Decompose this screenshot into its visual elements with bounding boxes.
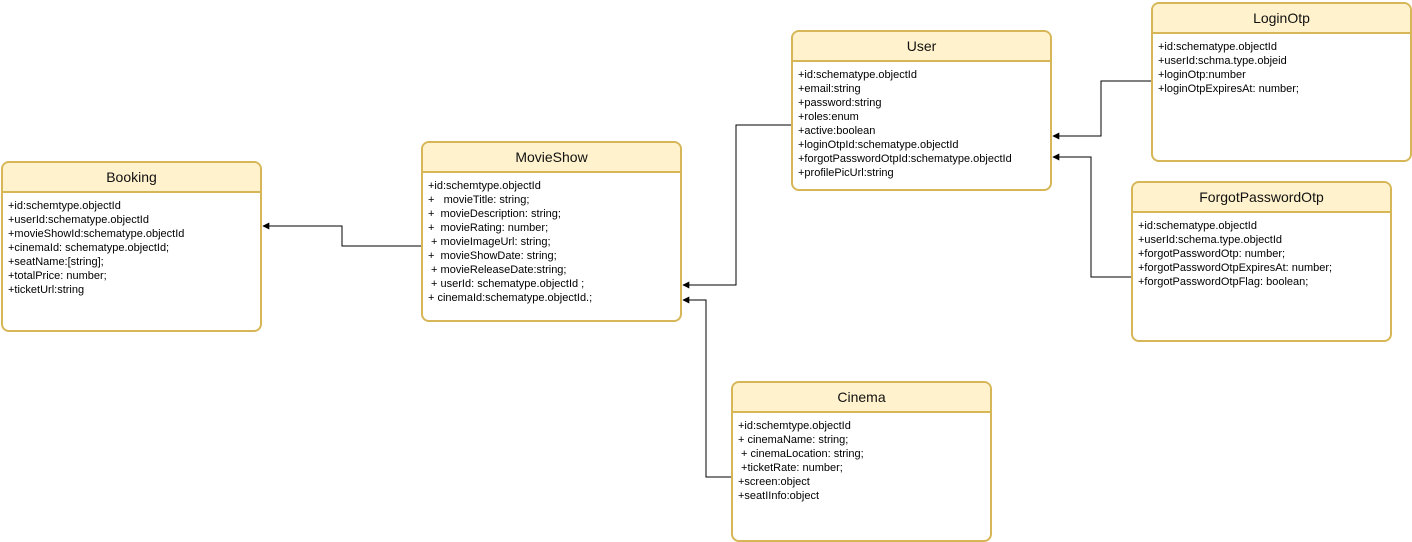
field: +seatName:[string]; (8, 256, 104, 268)
entity-title: MovieShow (423, 143, 680, 173)
connector-user-to-movieshow (682, 124, 791, 289)
field: +forgotPasswordOtpExpiresAt: number; (1138, 262, 1333, 274)
field: +loginOtp:number (1158, 69, 1246, 81)
field: +cinemaId: schematype.objectId; (8, 242, 170, 254)
field: + movieTitle: string; (428, 194, 530, 206)
connector-movieshow-to-booking (262, 222, 421, 247)
field: +movieShowId:schematype.objectId (8, 228, 185, 240)
field: +screen:object (738, 476, 810, 488)
field-list: +id:schemtype.objectId + movieTitle: str… (423, 173, 680, 309)
field: +id:schemtype.objectId (8, 200, 121, 212)
field-list: +id:schematype.objectId +userId:schma.ty… (1153, 34, 1410, 100)
field: + movieShowDate: string; (428, 250, 557, 262)
field-list: +id:schemtype.objectId +userId:schematyp… (3, 193, 260, 301)
field: +forgotPasswordOtpFlag: boolean; (1138, 276, 1309, 288)
field: +forgotPasswordOtpId:schematype.objectId (798, 153, 1012, 165)
connector-loginotp-to-user (1052, 80, 1151, 140)
field: +userId:schma.type.objeid (1158, 55, 1287, 67)
entity-title: ForgotPasswordOtp (1133, 183, 1390, 213)
entity-title: Booking (3, 163, 260, 193)
field: + cinemaLocation: string; (738, 448, 864, 460)
entity-title: Cinema (733, 383, 990, 413)
field: +userId:schematype.objectId (8, 214, 149, 226)
field: + movieRating: number; (428, 222, 549, 234)
connector-forgotpasswordotp-to-user (1052, 153, 1131, 278)
field-list: +id:schemtype.objectId + cinemaName: str… (733, 413, 990, 507)
field: +id:schematype.objectId (798, 69, 917, 81)
field: +id:schematype.objectId (1158, 41, 1277, 53)
entity-title: LoginOtp (1153, 4, 1410, 34)
field: +id:schemtype.objectId (738, 420, 851, 432)
field: +id:schemtype.objectId (428, 180, 541, 192)
field: + movieDescription: string; (428, 208, 561, 220)
field: +profilePicUrl:string (798, 167, 894, 179)
entity-cinema[interactable]: Cinema +id:schemtype.objectId + cinemaNa… (731, 381, 992, 542)
field: + userId: schematype.objectId ; (428, 278, 585, 290)
connector-cinema-to-movieshow (682, 296, 731, 478)
entity-movieshow[interactable]: MovieShow +id:schemtype.objectId + movie… (421, 141, 682, 322)
field: +id:schematype.objectId (1138, 220, 1257, 232)
field-list: +id:schematype.objectId +userId:schema.t… (1133, 213, 1390, 293)
field: +loginOtpExpiresAt: number; (1158, 83, 1299, 95)
field: +email:string (798, 83, 861, 95)
field: + cinemaId:schematype.objectId.; (428, 292, 593, 304)
field: +seatIInfo:object (738, 490, 820, 502)
field: +loginOtpId:schematype.objectId (798, 139, 959, 151)
field: +forgotPasswordOtp: number; (1138, 248, 1286, 260)
entity-loginotp[interactable]: LoginOtp +id:schematype.objectId +userId… (1151, 2, 1412, 162)
field: +ticketUrl:string (8, 284, 85, 296)
entity-user[interactable]: User +id:schematype.objectId +email:stri… (791, 30, 1052, 191)
field: + movieImageUrl: string; (428, 236, 551, 248)
field: +totalPrice: number; (8, 270, 107, 282)
field: +active:boolean (798, 125, 876, 137)
entity-booking[interactable]: Booking +id:schemtype.objectId +userId:s… (1, 161, 262, 332)
field: +roles:enum (798, 111, 859, 123)
field-list: +id:schematype.objectId +email:string +p… (793, 62, 1050, 184)
entity-forgotpasswordotp[interactable]: ForgotPasswordOtp +id:schematype.objectI… (1131, 181, 1392, 342)
field: + movieReleaseDate:string; (428, 264, 567, 276)
entity-title: User (793, 32, 1050, 62)
field: + cinemaName: string; (738, 434, 849, 446)
field: +userId:schema.type.objectId (1138, 234, 1282, 246)
field: +ticketRate: number; (738, 462, 843, 474)
field: +password:string (798, 97, 882, 109)
